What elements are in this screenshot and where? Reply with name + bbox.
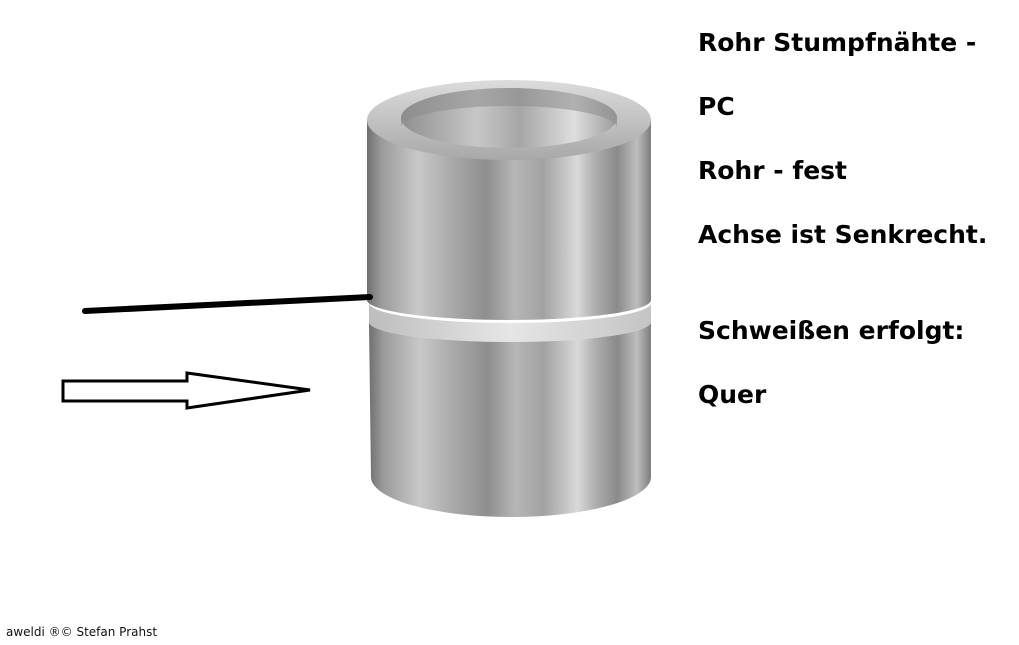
- pipe-fixed-label: Rohr - fest: [698, 156, 847, 185]
- upper-pipe-section: [367, 80, 651, 320]
- axis-orientation-label: Achse ist Senkrecht.: [698, 220, 988, 249]
- heading-pipe-butt-welds: Rohr Stumpfnähte -: [698, 28, 977, 57]
- weld-seam: [369, 303, 651, 342]
- pointer-line: [82, 294, 373, 314]
- lower-pipe-section: [369, 322, 651, 517]
- welding-direction-value: Quer: [698, 380, 767, 409]
- welding-direction-label: Schweißen erfolgt:: [698, 316, 965, 345]
- outline-right-arrow: [61, 371, 311, 410]
- position-code: PC: [698, 92, 735, 121]
- copyright-notice: aweldi ®© Stefan Prahst: [6, 625, 158, 639]
